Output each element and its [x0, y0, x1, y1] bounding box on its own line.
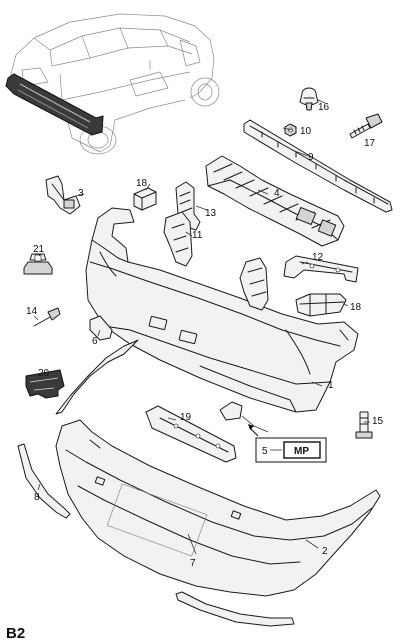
- part-9-bumper-strip: [243, 119, 393, 213]
- part-15-bolt: [355, 411, 373, 439]
- part-20-clip-bracket: [25, 369, 65, 399]
- highlighted-rear-bumper: [5, 73, 104, 136]
- callout-6: 6: [92, 336, 98, 347]
- part-6-cover: [89, 315, 113, 341]
- part-2-lower-bumper-cover: [55, 419, 381, 597]
- callout-11: 11: [192, 230, 203, 241]
- mp-reference-box: 5 MP: [248, 424, 327, 463]
- reflector-pad: [219, 401, 243, 421]
- part-11-bracket: [163, 211, 193, 267]
- part-3-bracket: [45, 175, 81, 215]
- callout-15: 15: [372, 416, 384, 427]
- callout-21: 21: [33, 244, 45, 255]
- part-4-bumper-reinforcement: [205, 155, 345, 247]
- mp-box-number: 5: [262, 446, 268, 457]
- part-18-upper-pad: [133, 187, 157, 211]
- callout-20: 20: [38, 368, 50, 379]
- callout-4: 4: [274, 188, 280, 199]
- callout-16: 16: [318, 102, 330, 113]
- callout-9: 9: [308, 152, 314, 163]
- part-1-rear-bumper-cover: [85, 207, 359, 413]
- callout-12: 12: [312, 252, 324, 263]
- side-support-bracket: [239, 257, 269, 311]
- part-21-retainer-nut: [23, 253, 53, 275]
- callout-7: 7: [190, 558, 196, 569]
- part-19-lower-bracket: [145, 405, 237, 463]
- part-18-lower-pad: [295, 293, 347, 317]
- part-14-screw: [33, 307, 61, 327]
- part-16-clip: [299, 87, 326, 111]
- callout-13: 13: [205, 208, 217, 219]
- vehicle-overview-illustration: [5, 13, 220, 155]
- callout-18-upper: 18: [136, 178, 148, 189]
- callout-18-lower: 18: [350, 302, 362, 313]
- part-8-side-garnish: [17, 443, 71, 519]
- callout-2: 2: [322, 546, 328, 557]
- part-7-rear-bumper-garnish: [55, 339, 139, 415]
- lower-trim-strip: [175, 591, 295, 627]
- callout-3: 3: [78, 188, 84, 199]
- callout-10: 10: [300, 126, 312, 137]
- callout-labels: 3 18 13 11 16 10 17 9 4 21 12 18 14 6 20…: [26, 102, 384, 569]
- callout-19: 19: [180, 412, 192, 423]
- callout-8: 8: [34, 492, 40, 503]
- callout-14: 14: [26, 306, 38, 317]
- callout-17: 17: [364, 138, 376, 149]
- sheet-label: B2: [6, 625, 25, 642]
- mp-box-label: MP: [294, 446, 309, 457]
- callout-1: 1: [328, 380, 334, 391]
- part-12-bracket: [283, 255, 359, 283]
- part-17-bolt: [349, 113, 383, 139]
